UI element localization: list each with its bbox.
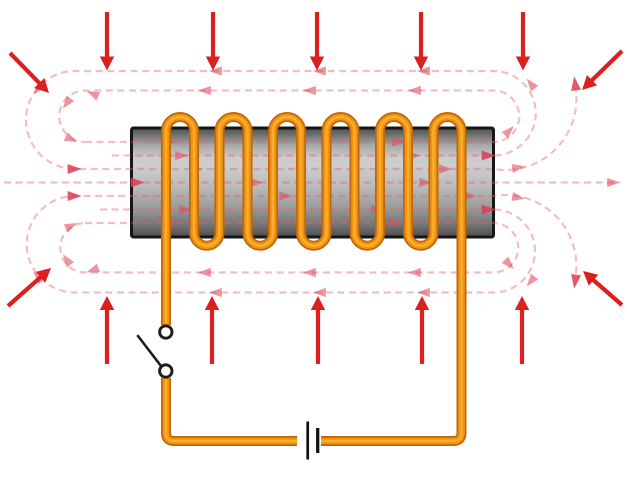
field-arrowhead bbox=[63, 223, 78, 233]
field-line-closed-loop-top bbox=[58, 89, 521, 144]
switch-open bbox=[136, 324, 174, 379]
field-arrowhead bbox=[501, 256, 514, 270]
field-arrowhead bbox=[303, 267, 316, 278]
field-arrowhead bbox=[313, 66, 326, 76]
red-arrow-top-down-1 bbox=[99, 12, 115, 71]
field-line-open-chain-bottom bbox=[25, 193, 578, 294]
field-line-open-chain-top bbox=[24, 69, 578, 172]
red-arrow-diag-bottom-right bbox=[582, 270, 624, 307]
red-arrow-diag-top-right bbox=[581, 49, 624, 91]
magnetic-field-lines bbox=[4, 69, 620, 294]
field-line-closed-loop-bottom bbox=[59, 221, 520, 274]
field-arrowhead bbox=[175, 150, 188, 161]
red-arrow-diag-top-left bbox=[8, 51, 49, 93]
wire-stroke bbox=[161, 378, 297, 446]
field-arrowhead bbox=[67, 190, 82, 202]
field-arrowhead bbox=[86, 263, 101, 273]
field-arrowhead bbox=[198, 85, 211, 96]
switch-lever bbox=[136, 334, 163, 368]
field-arrowhead bbox=[408, 267, 421, 278]
field-arrowhead bbox=[571, 273, 582, 289]
red-arrow-top-down-4 bbox=[413, 12, 429, 71]
field-arrowhead bbox=[389, 218, 402, 228]
field-arrowhead bbox=[607, 177, 620, 188]
field-arrowhead bbox=[250, 177, 263, 188]
field-arrowhead bbox=[279, 191, 292, 201]
field-arrowhead bbox=[209, 66, 222, 76]
coil-and-wires bbox=[161, 112, 467, 446]
external-field-red-arrows bbox=[6, 12, 624, 364]
red-arrow-diag-bottom-left bbox=[6, 268, 51, 308]
field-arrowhead bbox=[511, 163, 525, 174]
wire-stroke bbox=[164, 378, 297, 443]
field-arrowhead bbox=[62, 95, 75, 109]
red-arrow-top-down-5 bbox=[515, 12, 531, 71]
field-arrowhead bbox=[62, 254, 75, 268]
field-arrowhead bbox=[130, 177, 145, 188]
red-arrow-bottom-up-2 bbox=[204, 296, 220, 364]
field-arrowhead bbox=[408, 85, 421, 96]
switch-terminal bbox=[158, 363, 174, 379]
field-arrowhead bbox=[179, 204, 192, 215]
red-arrow-top-down-3 bbox=[309, 12, 325, 71]
red-arrow-top-down-2 bbox=[205, 12, 221, 71]
field-arrowhead bbox=[392, 137, 405, 147]
field-arrowhead bbox=[417, 287, 430, 298]
field-arrowhead bbox=[571, 76, 582, 92]
field-arrowhead bbox=[526, 78, 539, 92]
field-arrowhead bbox=[419, 177, 432, 188]
field-arrowhead bbox=[481, 204, 496, 215]
field-arrowhead bbox=[86, 91, 101, 101]
wire-stroke bbox=[162, 378, 297, 445]
red-arrow-bottom-up-3 bbox=[310, 296, 326, 364]
field-arrowhead bbox=[439, 164, 452, 174]
field-arrowhead bbox=[63, 132, 78, 142]
red-arrow-bottom-up-4 bbox=[414, 296, 430, 364]
field-arrowhead bbox=[303, 85, 316, 96]
field-arrowhead bbox=[481, 150, 496, 161]
field-arrowhead bbox=[313, 287, 326, 298]
field-arrowhead bbox=[209, 287, 222, 298]
wire-stroke bbox=[164, 115, 463, 443]
field-arrowhead bbox=[501, 125, 514, 139]
switch-terminal bbox=[158, 324, 174, 340]
red-arrow-bottom-up-1 bbox=[99, 296, 115, 364]
field-arrowhead bbox=[526, 273, 539, 287]
field-arrowhead bbox=[67, 163, 82, 175]
battery-cell bbox=[306, 421, 320, 460]
field-arrowhead bbox=[511, 191, 525, 202]
red-arrow-bottom-up-5 bbox=[514, 296, 530, 364]
field-arrowhead bbox=[198, 267, 211, 278]
field-arrowhead bbox=[417, 66, 430, 76]
